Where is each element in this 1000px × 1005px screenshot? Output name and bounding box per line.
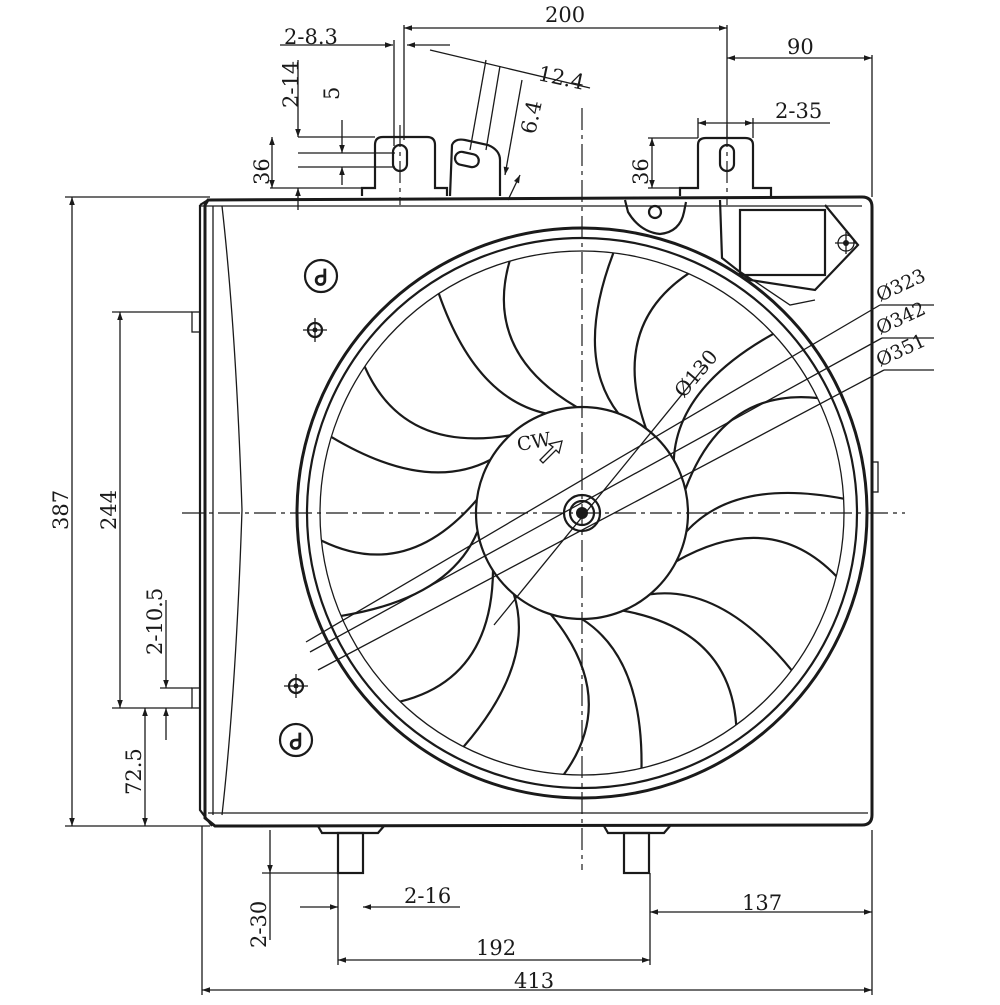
connector-housing [623,199,860,306]
dim-right-offset: 90 [787,35,814,59]
clip-marker-icon-bottom: Ꮷ [278,722,314,758]
dim-side-pin: 2-10.5 [143,588,167,655]
dim-overall-height: 387 [49,490,73,530]
clip-marker-icon-top: Ꮷ [303,258,339,294]
dim-top-spacing: 200 [545,3,585,27]
dim-slot-width: 6.4 [516,98,546,136]
dim-side-spacing: 244 [97,490,121,530]
dim-tab-hole: 5 [320,87,344,100]
fan-blade-edge [622,609,738,725]
fan-blade-edge [321,499,478,556]
dim-pin-spacing: 192 [476,936,516,960]
top-slot-tab [448,138,502,197]
svg-text:Ꮷ: Ꮷ [314,265,327,291]
fan-blade-edge [549,613,590,776]
fan-blade-icon [321,252,844,776]
fan-blade-edge [675,536,838,577]
fan-blade-edge [502,260,578,409]
dim-tab-width: 2-14 [279,61,303,108]
rotation-arrow-icon [539,440,563,464]
dim-left-tab-height: 36 [250,158,274,185]
dim-right-slot: 2-35 [775,99,822,123]
connector-boss-icon [835,232,857,254]
dim-pin-length: 2-30 [247,901,271,948]
bottom-left-pin [317,825,385,875]
fan-blade-edge [633,272,690,429]
fan-blade-edge [399,570,495,703]
fan-blade-edge [593,252,620,415]
dim-side-bottom: 72.5 [122,748,146,795]
svg-text:Ꮷ: Ꮷ [289,729,302,755]
fan-blade-edge [581,618,643,769]
mounting-boss-icon-top [303,318,327,342]
fan-blade-edge [649,592,793,671]
dim-right-pin-offset: 137 [742,891,782,915]
dim-right-tab-height: 36 [629,158,653,185]
fan-blade-edge [685,491,844,533]
diameter-leaders [305,304,934,671]
diameter-hub-label: Ø130 [669,345,722,402]
shroud-frame [191,195,879,828]
bottom-right-pin [603,825,671,875]
fan-blade-edge [363,366,511,440]
fan-blade-edge [684,396,818,490]
dim-overall-width: 413 [514,969,554,993]
dim-top-hole-offset: 2-8.3 [284,25,338,49]
fan-blade-edge [672,332,774,461]
fan-blade-edge [340,530,479,617]
top-right-tab [678,136,773,196]
dim-pin-dia: 2-16 [404,884,451,908]
fan-blade-edge [437,293,547,415]
fan-blade-edge [330,435,491,474]
fan-blade-edge [462,593,520,748]
mounting-boss-icon-bottom [284,674,308,698]
dim-slot-length: 12.4 [536,61,587,94]
dimension-lines [65,25,873,995]
